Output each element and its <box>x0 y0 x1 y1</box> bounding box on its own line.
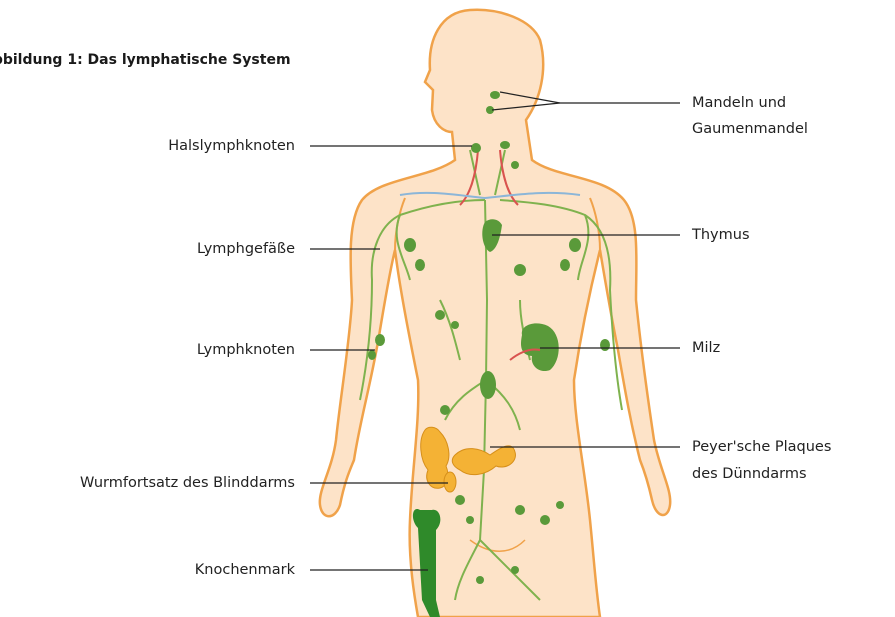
label-milz: Milz <box>692 338 720 359</box>
label-halslymphknoten: Halslymphknoten <box>110 136 295 157</box>
label-peyer-line2: des Dünndarms <box>692 464 807 485</box>
label-mandeln-line2: Gaumenmandel <box>692 119 808 140</box>
label-lymphknoten: Lymphknoten <box>110 340 295 361</box>
label-peyer-line1: Peyer'sche Plaques <box>692 437 831 458</box>
body-silhouette <box>320 10 670 617</box>
cisterna-chyli <box>480 371 496 399</box>
label-mandeln-line1: Mandeln und <box>692 93 786 114</box>
label-knochenmark: Knochenmark <box>110 560 295 581</box>
label-wurmfortsatz: Wurmfortsatz des Blinddarms <box>10 473 295 494</box>
label-lymphgefaesse: Lymphgefäße <box>110 239 295 260</box>
label-thymus: Thymus <box>692 225 750 246</box>
